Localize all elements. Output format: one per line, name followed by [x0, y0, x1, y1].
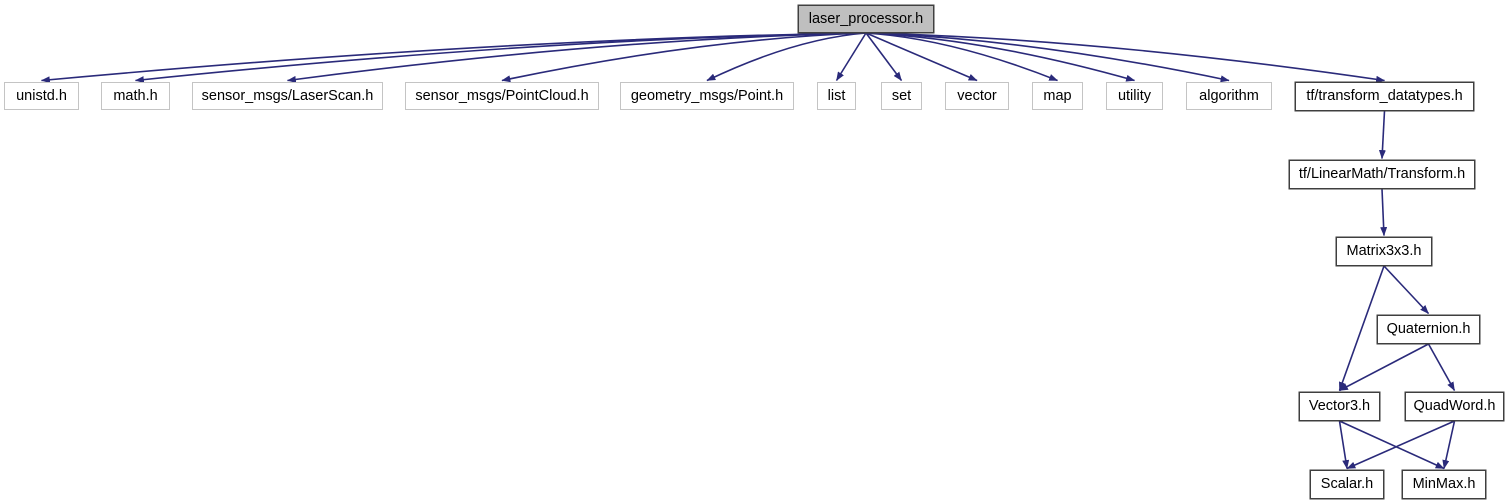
node-label-quaternion: Quaternion.h — [1386, 321, 1471, 338]
node-label-minmax: MinMax.h — [1412, 476, 1476, 493]
edge-quadword-to-scalar — [1346, 420, 1455, 470]
node-vector[interactable]: vector — [945, 82, 1009, 110]
edge-lm_transform-to-matrix3x3 — [1380, 188, 1388, 237]
node-label-vector: vector — [957, 87, 997, 104]
edge-transform_datatypes-to-lm_transform — [1378, 110, 1386, 160]
node-label-laser_processor: laser_processor.h — [808, 10, 924, 27]
edge-group — [40, 32, 1456, 470]
node-label-matrix3x3: Matrix3x3.h — [1346, 243, 1422, 260]
edge-laser_processor-to-math — [134, 32, 867, 84]
edge-laser_processor-to-set — [865, 32, 903, 81]
edge-vector3-to-scalar — [1338, 420, 1350, 470]
edge-matrix3x3-to-vector3 — [1338, 265, 1385, 392]
edge-laser_processor-to-utility — [865, 32, 1136, 82]
edge-laser_processor-to-transform_datatypes — [865, 32, 1386, 83]
node-quaternion[interactable]: Quaternion.h — [1377, 315, 1480, 344]
node-point[interactable]: geometry_msgs/Point.h — [620, 82, 794, 110]
edge-quaternion-to-quadword — [1427, 343, 1456, 392]
node-label-vector3: Vector3.h — [1308, 398, 1371, 415]
edge-laser_processor-to-unistd — [40, 32, 867, 84]
node-label-set: set — [891, 87, 912, 104]
node-label-scalar: Scalar.h — [1320, 476, 1374, 493]
node-scalar[interactable]: Scalar.h — [1310, 470, 1384, 499]
node-label-lm_transform: tf/LinearMath/Transform.h — [1298, 166, 1466, 183]
node-quadword[interactable]: QuadWord.h — [1405, 392, 1504, 421]
node-label-pointcloud: sensor_msgs/PointCloud.h — [415, 87, 589, 104]
edge-laser_processor-to-list — [835, 32, 867, 82]
node-pointcloud[interactable]: sensor_msgs/PointCloud.h — [405, 82, 599, 110]
edge-laser_processor-to-point — [706, 32, 867, 82]
node-laser_processor[interactable]: laser_processor.h — [798, 5, 934, 33]
node-label-list: list — [827, 87, 846, 104]
node-utility[interactable]: utility — [1106, 82, 1163, 110]
node-label-unistd: unistd.h — [16, 87, 67, 104]
node-algorithm[interactable]: algorithm — [1186, 82, 1272, 110]
node-laserscan[interactable]: sensor_msgs/LaserScan.h — [192, 82, 383, 110]
node-label-transform_datatypes: tf/transform_datatypes.h — [1306, 88, 1463, 105]
edge-quaternion-to-vector3 — [1338, 343, 1429, 392]
node-label-utility: utility — [1117, 87, 1152, 104]
node-label-map: map — [1043, 87, 1072, 104]
edge-laser_processor-to-vector — [865, 32, 978, 82]
node-label-laserscan: sensor_msgs/LaserScan.h — [201, 87, 374, 104]
node-list[interactable]: list — [817, 82, 856, 110]
node-set[interactable]: set — [881, 82, 922, 110]
edge-vector3-to-minmax — [1339, 420, 1445, 470]
node-vector3[interactable]: Vector3.h — [1299, 392, 1380, 421]
node-matrix3x3[interactable]: Matrix3x3.h — [1336, 237, 1432, 266]
node-label-math: math.h — [113, 87, 158, 104]
node-minmax[interactable]: MinMax.h — [1402, 470, 1486, 499]
edge-quadword-to-minmax — [1442, 420, 1456, 470]
node-lm_transform[interactable]: tf/LinearMath/Transform.h — [1289, 160, 1475, 189]
edge-laser_processor-to-laserscan — [286, 32, 867, 83]
node-label-point: geometry_msgs/Point.h — [630, 87, 784, 104]
edge-laser_processor-to-pointcloud — [501, 32, 867, 83]
edge-matrix3x3-to-quaternion — [1383, 265, 1430, 315]
node-map[interactable]: map — [1032, 82, 1083, 110]
node-label-quadword: QuadWord.h — [1413, 398, 1496, 415]
node-unistd[interactable]: unistd.h — [4, 82, 79, 110]
node-transform_datatypes[interactable]: tf/transform_datatypes.h — [1295, 82, 1474, 111]
node-math[interactable]: math.h — [101, 82, 170, 110]
node-label-algorithm: algorithm — [1199, 87, 1259, 104]
